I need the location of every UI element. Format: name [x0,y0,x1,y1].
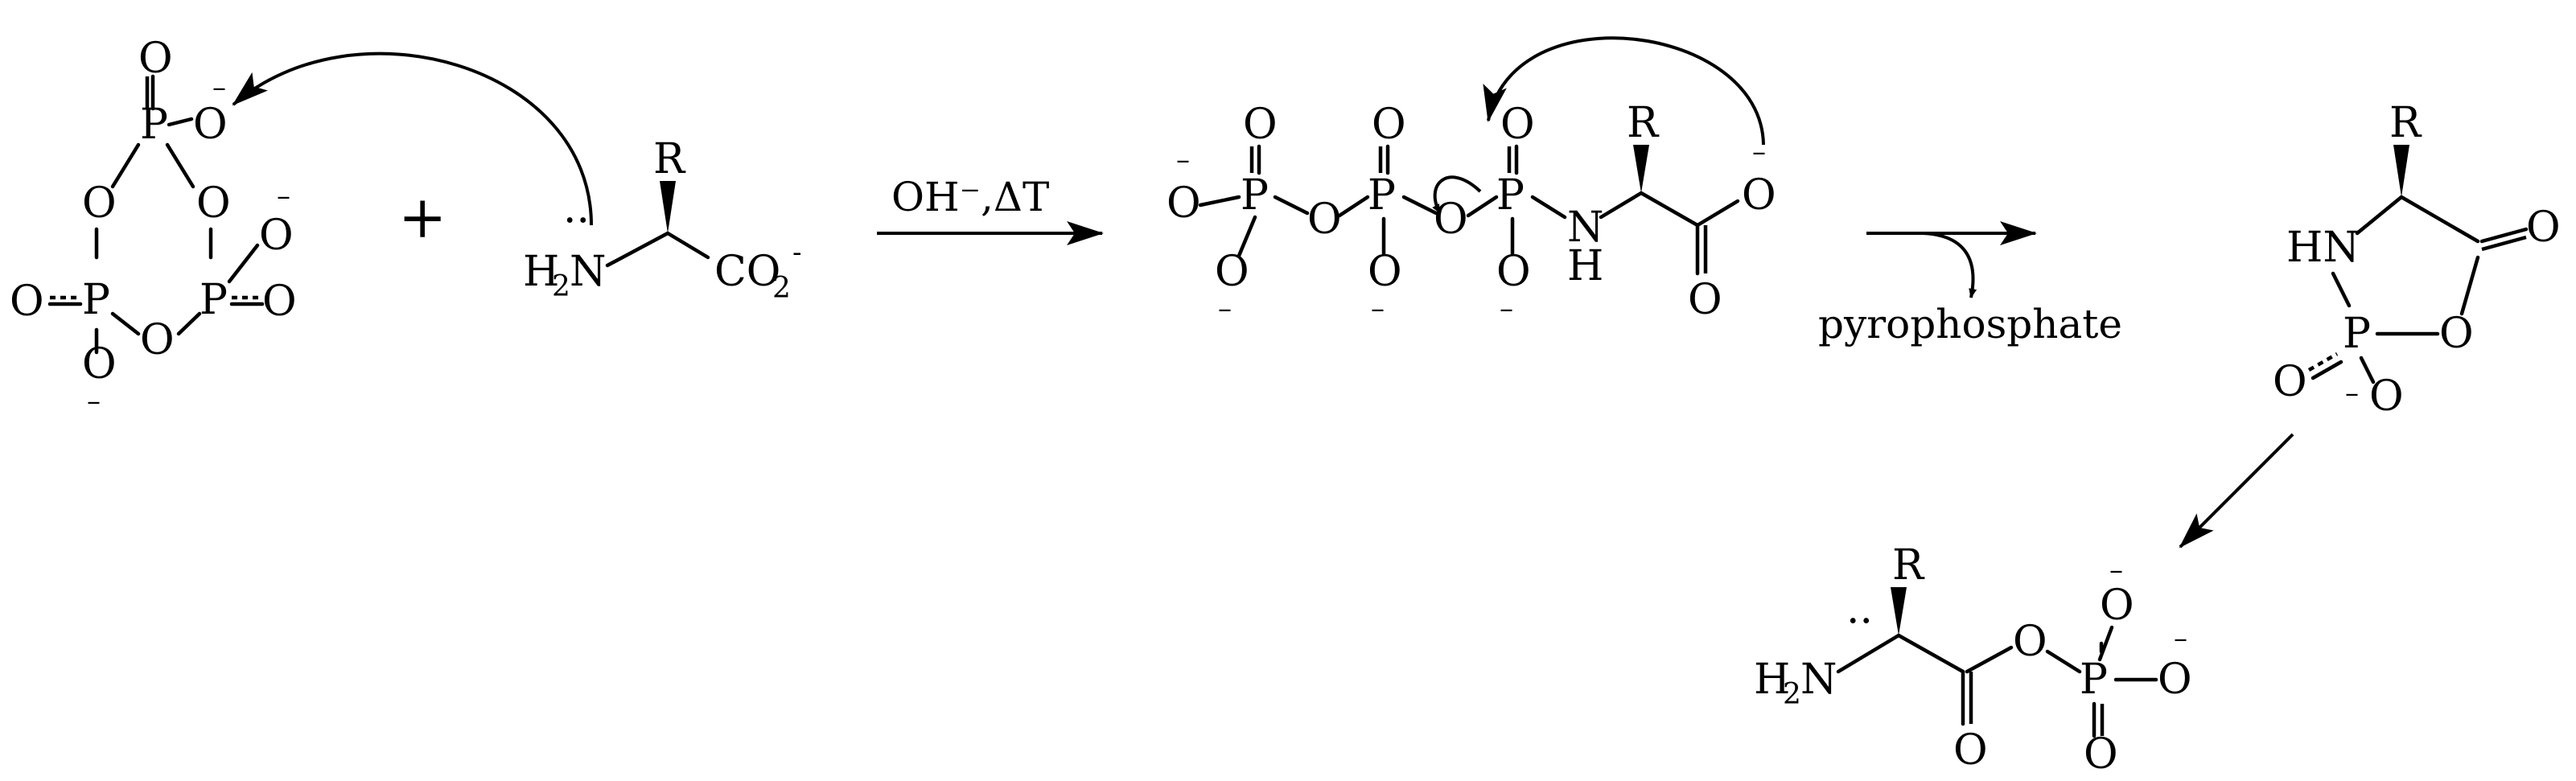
atom-o: O [196,179,231,228]
atom-o: O [193,101,228,149]
atom-p: P [200,276,228,324]
byproduct-arrow [1922,232,1977,298]
atom-o: O [2100,582,2134,630]
amino-acid-molecule: ·· H 2 N R CO 2 - [523,135,802,305]
atom-o: O [138,35,173,83]
amine-h-subscript: 2 [552,270,570,303]
amine-n: N [1800,656,1837,704]
atom-o: O [259,212,294,260]
charge-minus: – [212,72,226,104]
amine-h: H [523,248,559,296]
atom-o: O [2158,656,2192,704]
atom-o: O [1953,726,1988,775]
carboxylate-subscript: 2 [772,272,791,305]
ring-nh: HN [2286,224,2360,272]
atom-o: O [82,340,117,388]
side-chain-r: R [653,135,686,183]
side-chain-r: R [2389,99,2422,147]
atom-p: P [140,101,168,149]
charge-minus: – [2345,377,2359,409]
carboxylate-co: CO [714,248,780,296]
charge-minus: – [2109,554,2123,586]
ring-o: O [2439,310,2474,358]
atom-o: O [10,277,44,326]
atom-o: O [1368,248,1402,296]
amine-h-subscript: 2 [1783,678,1801,711]
charge-minus: – [1218,293,1232,325]
lone-pair: ·· [563,197,590,245]
atom-o: O [2084,730,2118,779]
aminoacyl-phosphate-molecule: ·· H 2 N R O O P O – O – O [1754,541,2192,779]
atom-o: O [1307,195,1342,244]
atom-o: O [1500,101,1535,149]
atom-o: O [1215,248,1249,296]
curved-leaving-arrow [1432,175,1482,214]
atom-o: O [1243,101,1278,149]
atom-o: O [1372,101,1406,149]
phosphoramidate-intermediate: – O P O O – O P O O – O P O O – N H R [1167,99,1776,325]
carboxylate-charge: - [792,236,802,269]
trimetaphosphate-molecule: O P O – O O P P O O – O O O – [10,35,297,417]
atom-o: O [82,179,117,228]
amide-n: N [1567,203,1604,252]
charge-minus: – [2174,623,2187,655]
byproduct-label: pyrophosphate [1818,301,2122,347]
side-chain-r: R [1892,541,1925,590]
amine-h: H [1754,656,1790,704]
atom-o: O [1496,248,1531,296]
charge-minus: – [87,385,101,417]
charge-minus: – [1371,293,1385,325]
reaction-arrow [2179,433,2294,549]
charge-minus: – [1176,144,1190,176]
ring-p: P [2343,310,2371,358]
side-chain-r: R [1627,99,1660,147]
atom-o: O [140,316,175,364]
amine-n: N [570,248,607,296]
plus-sign: + [398,183,446,251]
reagent-label: OH⁻,ΔT [891,174,1049,220]
atom-o: O [2369,372,2404,421]
atom-p: P [82,276,110,324]
lone-pair: ·· [1846,598,1873,646]
atom-o: O [1434,195,1468,244]
atom-p: P [1496,171,1525,220]
cyclic-phosphoramidate-molecule: R HN P O O O – O [2273,99,2561,421]
atom-o: O [1688,276,1722,324]
atom-o: O [1742,171,1776,220]
carbonyl-o: O [2526,203,2561,252]
charge-minus: – [277,180,290,212]
atom-o: O [1167,179,1201,228]
charge-minus: – [1500,293,1513,325]
atom-p: P [2080,656,2108,704]
curved-attack-arrow-intramolecular [1483,36,1765,146]
curved-attack-arrow [232,51,593,226]
atom-o: O [2013,618,2047,666]
atom-o: O [2273,358,2307,406]
atom-o: O [262,277,297,326]
atom-p: P [1368,171,1396,220]
amide-h: H [1567,242,1603,290]
atom-p: P [1241,171,1269,220]
